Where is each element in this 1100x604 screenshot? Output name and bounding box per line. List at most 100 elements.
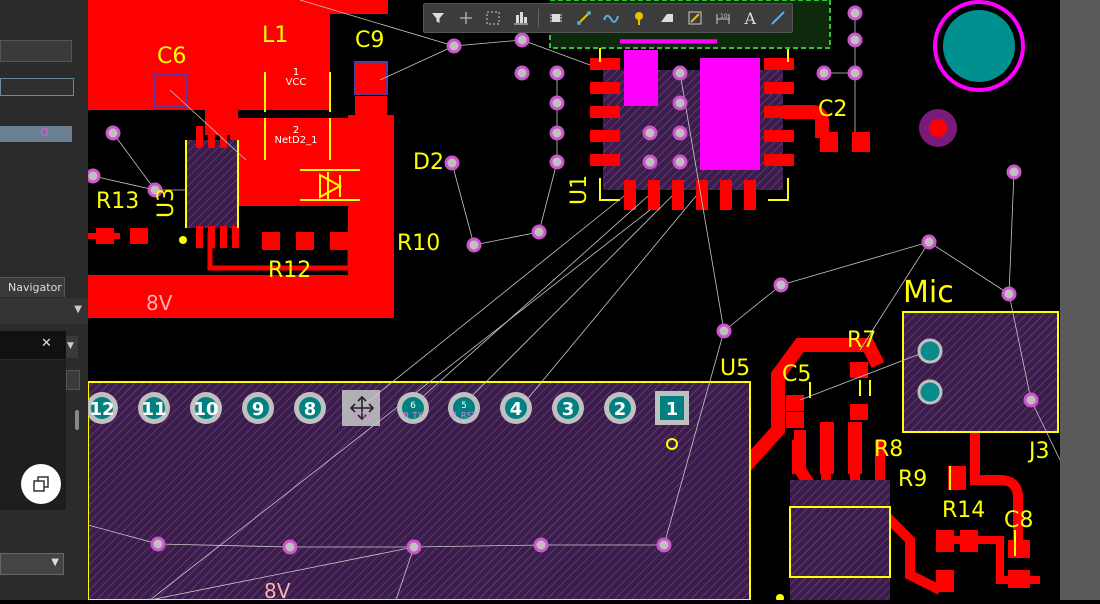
via-button[interactable] bbox=[626, 5, 652, 31]
pin-label: 1 bbox=[666, 399, 679, 420]
panel-field-3[interactable] bbox=[66, 370, 80, 390]
label-vcc: VCC bbox=[286, 77, 307, 88]
label-c2: C2 bbox=[818, 97, 847, 122]
label-r7: R7 bbox=[847, 328, 876, 353]
pcb-canvas[interactable]: ▂▂▂▂▂▂▂▂▂ L1 C6 C9 R13 R12 R10 D2 C2 U5 … bbox=[85, 0, 1061, 603]
label-u5: U5 bbox=[720, 356, 750, 381]
keepout-button[interactable] bbox=[682, 5, 708, 31]
u-bottom-pin1-dot bbox=[776, 594, 784, 602]
pin-label: 9 bbox=[252, 399, 265, 420]
line-button[interactable] bbox=[765, 5, 791, 31]
trace-j3 bbox=[930, 387, 1023, 545]
label-c6: C6 bbox=[157, 44, 186, 69]
svg-text:10: 10 bbox=[720, 13, 728, 20]
active-bar-toolbar: 10 A bbox=[423, 3, 793, 33]
keepout-icon bbox=[688, 11, 702, 25]
pads bbox=[96, 50, 1030, 592]
pcb-svg: ▂▂▂▂▂▂▂▂▂ L1 C6 C9 R13 R12 R10 D2 C2 U5 … bbox=[85, 0, 1061, 603]
label-j3: J3 bbox=[1027, 439, 1050, 464]
polygon-icon bbox=[660, 14, 673, 22]
u3-pin1-dot bbox=[179, 236, 187, 244]
label-vcc-num: 1 bbox=[293, 67, 299, 78]
label-pin-overlay-a: A_TX bbox=[352, 411, 372, 420]
via-icon bbox=[635, 12, 644, 25]
select-rect-icon bbox=[486, 11, 500, 25]
diff-pair-button[interactable] bbox=[599, 5, 625, 31]
u-bottom-body bbox=[790, 480, 890, 600]
component-bodies bbox=[88, 70, 1058, 600]
text-icon: A bbox=[744, 8, 757, 28]
label-r14: R14 bbox=[942, 498, 985, 523]
pin-label: 3 bbox=[562, 399, 575, 420]
panel-selected-row[interactable]: ᗡ bbox=[0, 126, 72, 142]
label-c8: C8 bbox=[1004, 508, 1033, 533]
label-l1: L1 bbox=[262, 23, 288, 48]
select-rect-button[interactable] bbox=[481, 5, 507, 31]
filter-icon bbox=[431, 13, 444, 23]
panel-row-marker: ᗡ bbox=[40, 126, 49, 139]
mounting-hole bbox=[943, 10, 1015, 82]
copper-pour-left bbox=[88, 38, 140, 98]
ratsnest bbox=[87, 0, 1061, 601]
tab-navigator[interactable]: Navigator bbox=[0, 277, 65, 297]
label-r12: R12 bbox=[268, 258, 311, 283]
component-button[interactable] bbox=[543, 5, 569, 31]
panel-bottom-dropdown[interactable]: ▼ bbox=[0, 553, 64, 575]
label-u3: U3 bbox=[154, 188, 179, 218]
route-button[interactable] bbox=[571, 5, 597, 31]
label-pin-overlay-b: B_TX bbox=[403, 411, 423, 420]
chevron-down-icon: ▼ bbox=[74, 304, 82, 315]
dimension-icon: 10 bbox=[716, 13, 730, 24]
label-r9: R9 bbox=[898, 467, 927, 492]
u3-body bbox=[186, 140, 238, 228]
label-d2: D2 bbox=[413, 150, 444, 175]
pin-label: 4 bbox=[510, 399, 523, 420]
move-cursor-icon bbox=[349, 395, 375, 421]
scrollbar-thumb[interactable] bbox=[75, 410, 79, 430]
copper-pour-top bbox=[88, 0, 388, 14]
align-button[interactable] bbox=[508, 5, 534, 31]
restore-window-button[interactable] bbox=[21, 464, 61, 504]
align-icon bbox=[514, 12, 529, 25]
panel-field-2[interactable] bbox=[0, 78, 74, 96]
d-marker bbox=[929, 119, 947, 137]
close-icon[interactable]: ✕ bbox=[41, 336, 52, 351]
diff-pair-icon bbox=[603, 14, 620, 23]
polygon-button[interactable] bbox=[654, 5, 680, 31]
pin-label: 2 bbox=[614, 399, 627, 420]
mic-pad-2 bbox=[917, 379, 943, 405]
pin-label: 8 bbox=[304, 399, 317, 420]
panel-scrollbar[interactable] bbox=[71, 398, 81, 578]
label-8v-bottom: 8V bbox=[264, 579, 291, 600]
chevron-down-icon: ▼ bbox=[51, 557, 59, 568]
pin-label: 12 bbox=[89, 399, 114, 420]
label-c5: C5 bbox=[782, 362, 811, 387]
trace-c2 bbox=[780, 105, 829, 138]
panel-field-1[interactable] bbox=[0, 40, 72, 62]
text-button[interactable]: A bbox=[737, 5, 763, 31]
component-icon bbox=[549, 14, 562, 22]
panel-search-box[interactable]: ✕ bbox=[0, 331, 66, 359]
label-r13: R13 bbox=[96, 189, 139, 214]
label-r8: R8 bbox=[874, 437, 903, 462]
header-pins bbox=[86, 390, 689, 426]
left-panel: ᗡ Navigator ▼ ✕ ▼ ▼ bbox=[0, 0, 88, 600]
restore-window-icon bbox=[33, 476, 49, 492]
mic-pad-1 bbox=[917, 338, 943, 364]
crosshair-button[interactable] bbox=[453, 5, 479, 31]
label-pin-overlay-c: B_RST bbox=[451, 411, 476, 420]
label-pin6: 6 bbox=[410, 401, 416, 411]
trace-r12 bbox=[207, 232, 353, 271]
dimension-button[interactable]: 10 bbox=[710, 5, 736, 31]
label-c9: C9 bbox=[355, 28, 384, 53]
filter-button[interactable] bbox=[425, 5, 451, 31]
label-u1: U1 bbox=[567, 175, 592, 205]
panel-dropdown-2[interactable]: ▼ bbox=[66, 336, 78, 358]
crosshair-icon bbox=[459, 12, 472, 24]
route-icon bbox=[576, 11, 591, 25]
panel-dropdown-1[interactable]: ▼ bbox=[0, 298, 88, 324]
label-netd2-num: 2 bbox=[293, 125, 299, 136]
line-icon bbox=[771, 11, 785, 25]
right-panel-edge bbox=[1060, 0, 1100, 600]
copper-pour-l1 bbox=[88, 14, 330, 135]
